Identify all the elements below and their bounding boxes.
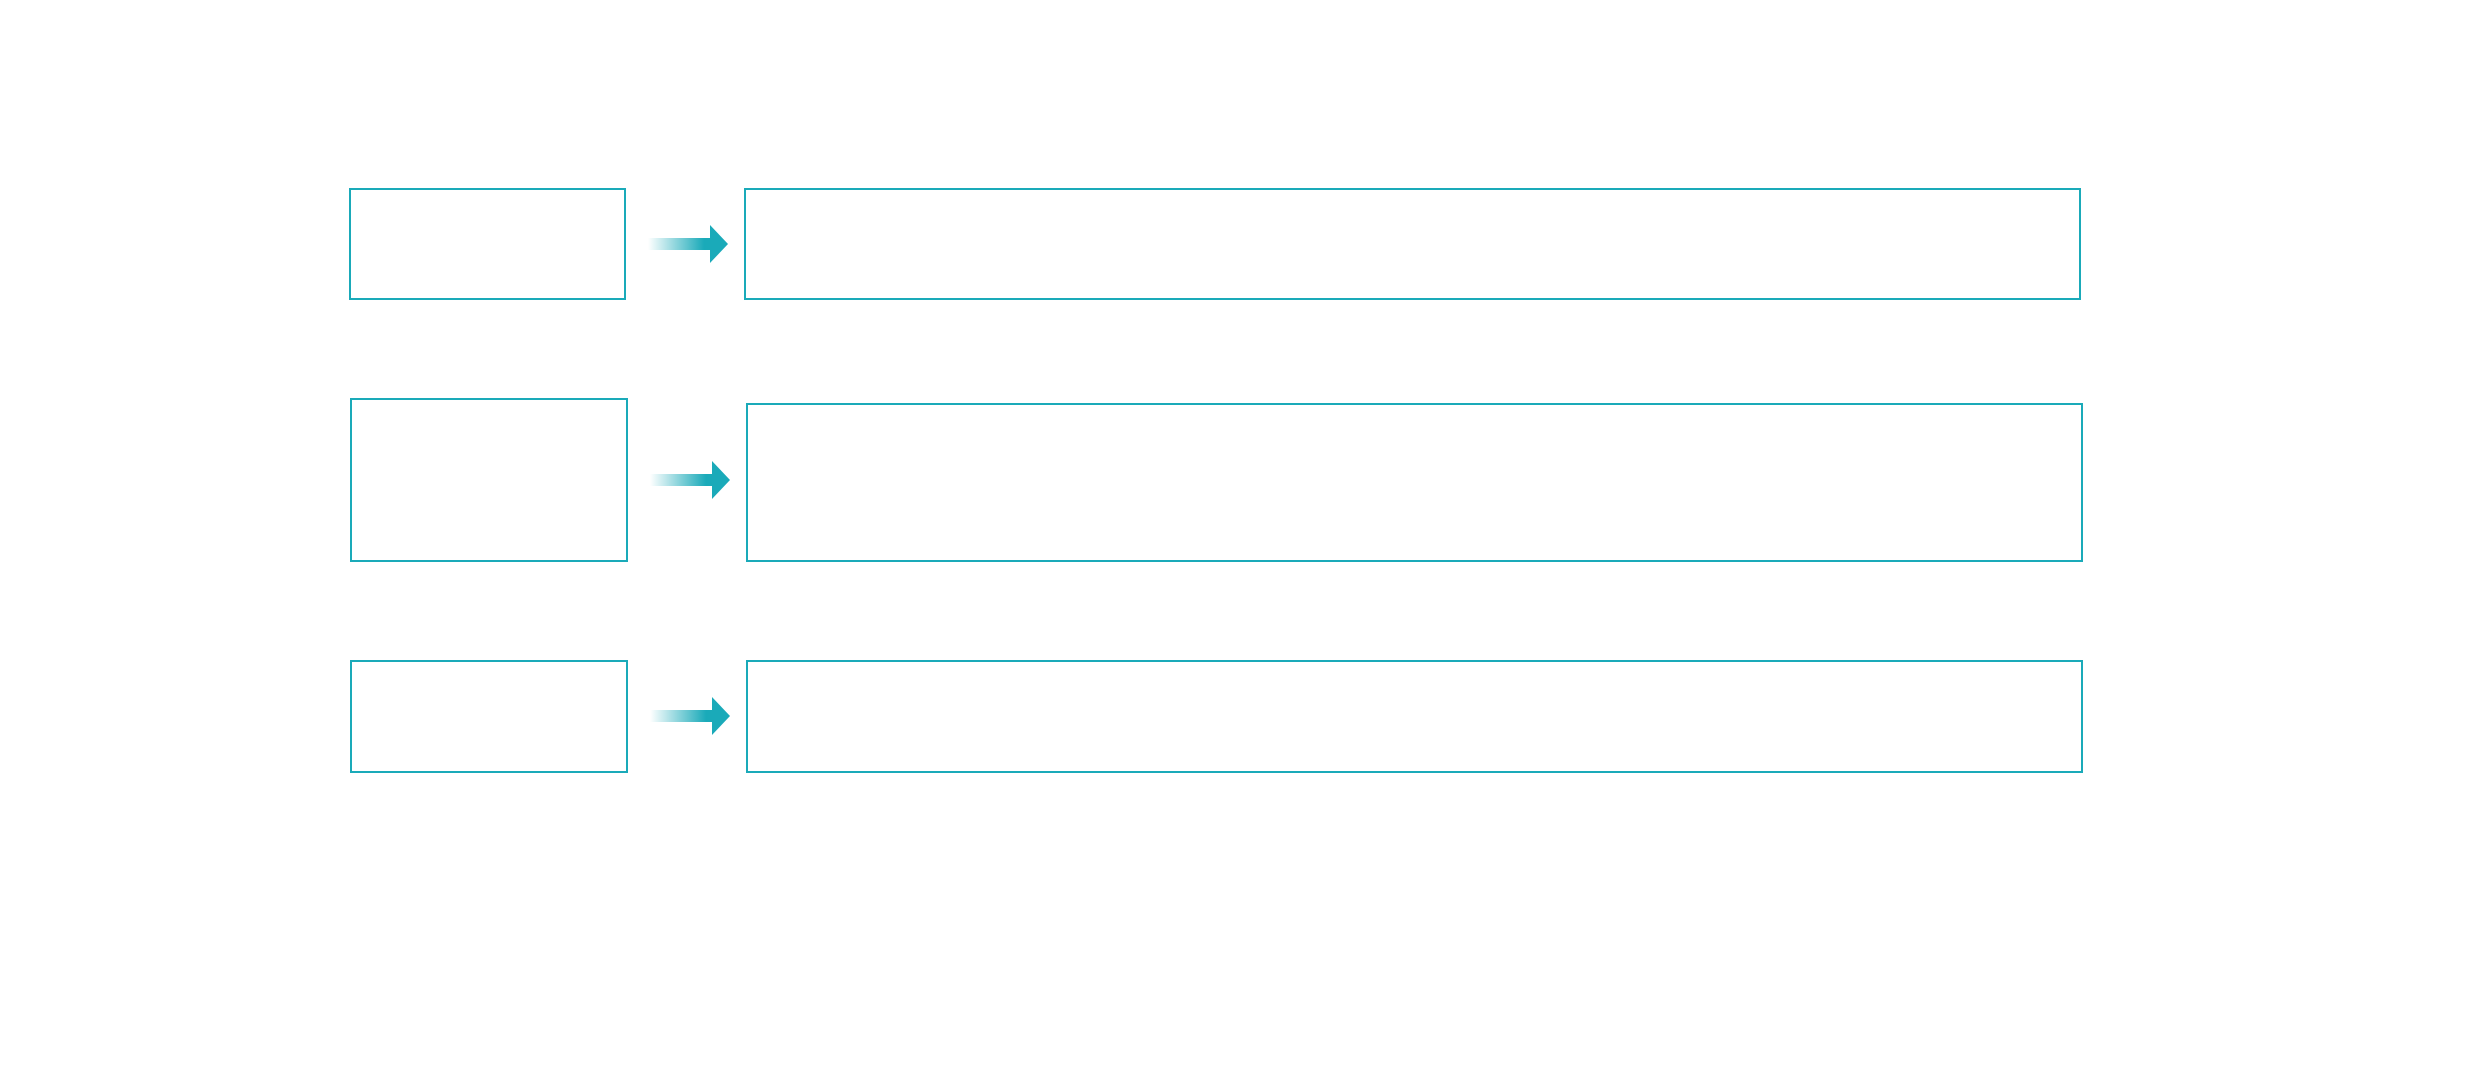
row-2-right-box bbox=[746, 403, 2083, 562]
arrow-right-icon bbox=[650, 697, 730, 735]
arrow-right-icon bbox=[648, 225, 728, 263]
row-1-left-box bbox=[349, 188, 626, 300]
row-3-left-box bbox=[350, 660, 628, 773]
row-1-right-box bbox=[744, 188, 2081, 300]
row-2-left-box bbox=[350, 398, 628, 562]
row-3-right-box bbox=[746, 660, 2083, 773]
arrow-right-icon bbox=[650, 461, 730, 499]
